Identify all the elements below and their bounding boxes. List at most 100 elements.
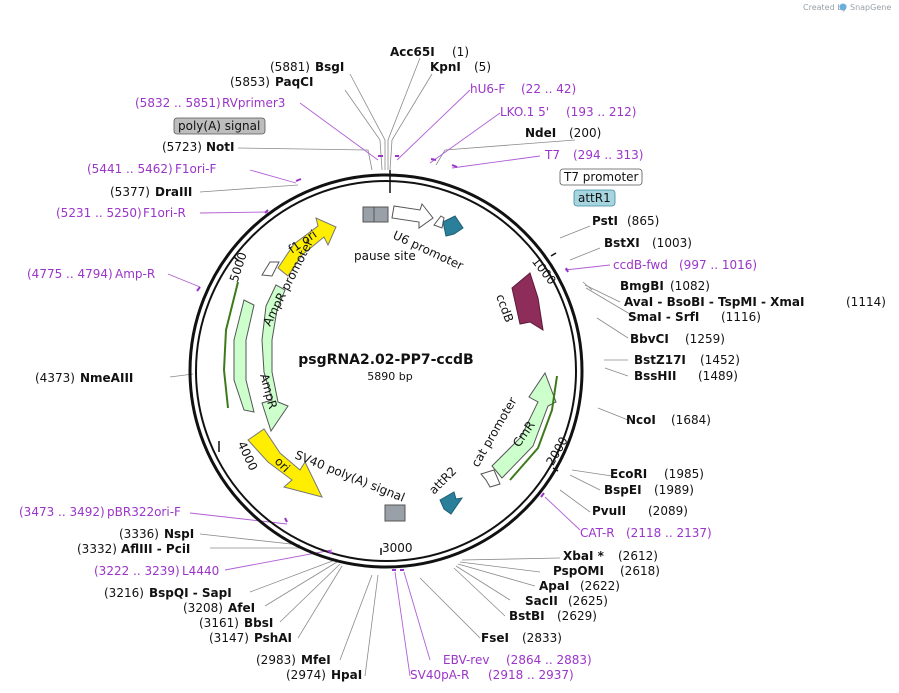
- map-label: SacII: [525, 594, 558, 608]
- map-label: NmeAIII: [80, 371, 133, 385]
- map-label: L4440: [182, 564, 219, 578]
- map-label: PstI: [592, 214, 618, 228]
- map-label: (3216): [104, 586, 144, 600]
- ampr-promoter-arrow: [261, 261, 280, 277]
- map-label: F1ori-R: [143, 206, 186, 220]
- map-label: attR1: [578, 191, 611, 205]
- map-label: FseI: [481, 631, 509, 645]
- map-label: T7: [544, 148, 560, 162]
- ampr-primer-stripe: [222, 281, 239, 409]
- right-sites: Acc65I (1) KpnI (5) NdeI (200) PstI (865…: [390, 45, 886, 645]
- map-label: EcoRI: [610, 467, 647, 481]
- map-label: (2612): [618, 549, 658, 563]
- ampr-promoter-label: AmpR promoter: [260, 237, 316, 328]
- map-label: Amp-R: [115, 267, 155, 281]
- map-label: pBR322ori-F: [107, 505, 181, 519]
- map-label: NdeI: [525, 126, 556, 140]
- map-label: ApaI: [539, 579, 569, 593]
- primer-labels: hU6-F (22 .. 42) LKO.1 5' (193 .. 212) T…: [19, 82, 757, 682]
- map-label: (1114): [846, 295, 886, 309]
- cmr-primer-stripe: [509, 375, 558, 481]
- map-label: (3336): [119, 527, 159, 541]
- map-label: (2833): [522, 631, 562, 645]
- attr1-box: attR1: [573, 189, 616, 207]
- map-label: SV40pA-R: [410, 668, 469, 682]
- map-label: poly(A) signal: [178, 119, 260, 133]
- map-label: (3332): [77, 542, 117, 556]
- map-label: (4775 .. 4794): [27, 267, 113, 281]
- map-label: DraIII: [155, 185, 192, 199]
- map-label: (1989): [654, 483, 694, 497]
- map-label: (1259): [685, 332, 725, 346]
- map-label: PspOMI: [553, 564, 604, 578]
- plasmid-size: 5890 bp: [367, 370, 412, 383]
- map-label: BstBI: [509, 609, 545, 623]
- map-label: (22 .. 42): [521, 82, 576, 96]
- ori-arrow: [247, 428, 323, 498]
- cmr-arrow: [491, 371, 557, 479]
- backbone-outer: [188, 173, 584, 569]
- map-label: XbaI *: [563, 549, 605, 563]
- map-label: (3208): [183, 601, 223, 615]
- map-label: (5231 .. 5250): [56, 206, 142, 220]
- pause-site-label: pause site: [354, 249, 416, 263]
- ccdb-label: ccdB: [493, 292, 516, 324]
- ampr-outer: [233, 299, 255, 413]
- map-label: (1985): [664, 467, 704, 481]
- map-label: Acc65I: [390, 45, 435, 59]
- map-label: (2625): [568, 594, 608, 608]
- map-label: SmaI - SrfI: [628, 310, 699, 324]
- sv40-block: [384, 504, 406, 522]
- map-label: NcoI: [626, 413, 656, 427]
- map-label: NotI: [206, 140, 235, 154]
- map-label: (3473 .. 3492): [19, 505, 105, 519]
- tick-2000: 2000: [543, 434, 570, 467]
- pause-site-block: [362, 206, 389, 223]
- attr2-arrow: [439, 491, 464, 515]
- map-label: (5832 .. 5851): [135, 96, 221, 110]
- map-label: PaqCI: [275, 75, 313, 89]
- tick-marks: [218, 170, 559, 555]
- map-label: LKO.1 5': [500, 105, 549, 119]
- map-label: BstZ17I: [634, 353, 686, 367]
- primer-marks: [196, 155, 569, 571]
- map-label: (1): [452, 45, 469, 59]
- credit-text: Created by: [803, 3, 847, 12]
- map-label: (2118 .. 2137): [626, 526, 712, 540]
- map-label: (5853): [230, 75, 270, 89]
- map-label: (1116): [721, 310, 761, 324]
- ampr-label: AmpR: [257, 372, 280, 410]
- map-label: BspEI: [604, 483, 642, 497]
- map-label: (1684): [671, 413, 711, 427]
- map-label: (3222 .. 3239): [94, 564, 180, 578]
- tick-3000: 3000: [382, 541, 413, 555]
- map-label: (5): [474, 60, 491, 74]
- map-label: AflIII - PciI: [121, 542, 190, 556]
- map-label: KpnI: [430, 60, 461, 74]
- map-label: EBV-rev: [443, 653, 489, 667]
- map-label: PvuII: [592, 504, 626, 518]
- t7-promoter-box: T7 promoter: [559, 168, 643, 186]
- plasmid-name: psgRNA2.02-PP7-ccdB: [298, 352, 473, 368]
- map-label: HpaI: [331, 668, 362, 682]
- map-label: NspI: [164, 527, 194, 541]
- attr1-arrow: [442, 215, 464, 237]
- map-label: BbvCI: [630, 332, 669, 346]
- ccdb-arrow: [511, 272, 544, 331]
- map-label: (997 .. 1016): [679, 258, 757, 272]
- tick-5000: 5000: [227, 250, 250, 283]
- map-label: (1489): [698, 369, 738, 383]
- map-label: (2918 .. 2937): [488, 668, 574, 682]
- u6-promoter-arrow: [391, 202, 434, 229]
- map-label: SnapGene: [850, 3, 891, 12]
- map-label: (5723): [162, 140, 202, 154]
- map-label: ccdB-fwd: [613, 258, 668, 272]
- left-sites: (5881) BsgI (5853) PaqCI (5723) NotI (53…: [35, 60, 362, 682]
- map-label: (2618): [620, 564, 660, 578]
- map-label: F1ori-F: [175, 162, 216, 176]
- map-label: (2974): [286, 668, 326, 682]
- polya-signal-box: poly(A) signal: [173, 117, 266, 135]
- map-label: (3147): [209, 631, 249, 645]
- map-label: CAT-R: [580, 526, 615, 540]
- map-label: AfeI: [228, 601, 255, 615]
